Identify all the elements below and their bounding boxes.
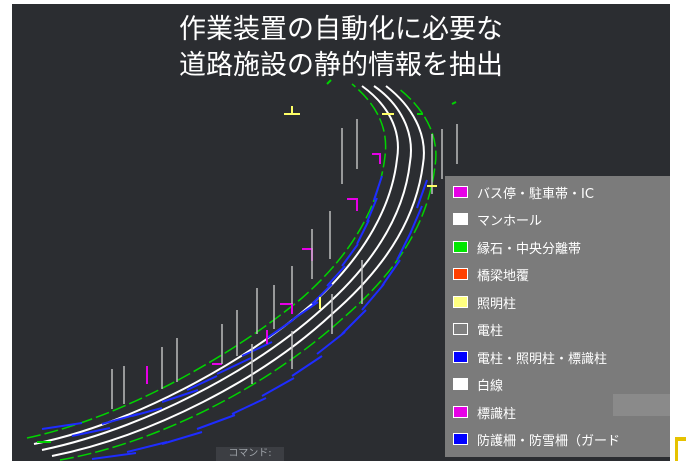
legend-label: 防護柵・防雪柵（ガード	[477, 433, 621, 449]
legend-item-light-pole: 照明柱	[453, 292, 516, 312]
road-pointcloud-drawing	[26, 79, 458, 461]
cad-viewport[interactable]: 作業装置の自動化に必要な 道路施設の静的情報を抽出 バス停・駐車帯・IC マンホ…	[12, 4, 670, 461]
legend-item-curb: 縁石・中央分離帯	[453, 237, 581, 257]
legend-label: 電柱・照明柱・標識柱	[477, 351, 608, 367]
magenta-swatch-icon	[453, 186, 468, 198]
legend-item-bridge: 橋梁地覆	[453, 264, 529, 284]
legend-label: 縁石・中央分離帯	[477, 241, 582, 257]
orange-swatch-icon	[453, 268, 468, 280]
slide-title: 作業装置の自動化に必要な 道路施設の静的情報を抽出	[12, 12, 670, 84]
legend-item-utility-pole: 電柱	[453, 319, 503, 339]
legend-item-manhole: マンホール	[453, 209, 542, 229]
magenta-swatch-icon	[453, 406, 468, 418]
legend-label: バス停・駐車帯・IC	[477, 186, 594, 202]
legend-label: マンホール	[477, 213, 543, 229]
legend-item-white-line: 白線	[453, 374, 503, 394]
legend-item-sign-pole: 標識柱	[453, 402, 516, 422]
title-line-1: 作業装置の自動化に必要な	[179, 14, 503, 45]
green-swatch-icon	[453, 241, 468, 253]
command-line-label[interactable]: コマンド:	[216, 447, 284, 461]
blue-swatch-icon	[453, 433, 468, 445]
layer-legend-panel: バス停・駐車帯・IC マンホール 縁石・中央分離帯 橋梁地覆 照明柱 電柱 電柱…	[445, 176, 670, 457]
legend-item-bus-stop: バス停・駐車帯・IC	[453, 182, 594, 202]
legend-blank-area	[613, 394, 670, 416]
legend-item-poles-combined: 電柱・照明柱・標識柱	[453, 347, 607, 367]
legend-label: 橋梁地覆	[477, 268, 530, 284]
legend-label: 標識柱	[477, 406, 517, 422]
legend-item-guardrail: 防護柵・防雪柵（ガード	[453, 429, 620, 449]
corner-marker-icon	[675, 437, 686, 461]
grey-swatch-icon	[453, 323, 468, 335]
legend-label: 白線	[477, 378, 504, 394]
yellow-swatch-icon	[453, 296, 468, 308]
title-line-2: 道路施設の静的情報を抽出	[179, 50, 503, 81]
legend-label: 電柱	[477, 323, 504, 339]
blue-swatch-icon	[453, 351, 468, 363]
legend-label: 照明柱	[477, 296, 517, 312]
white-swatch-icon	[453, 378, 468, 390]
white-swatch-icon	[453, 213, 468, 225]
